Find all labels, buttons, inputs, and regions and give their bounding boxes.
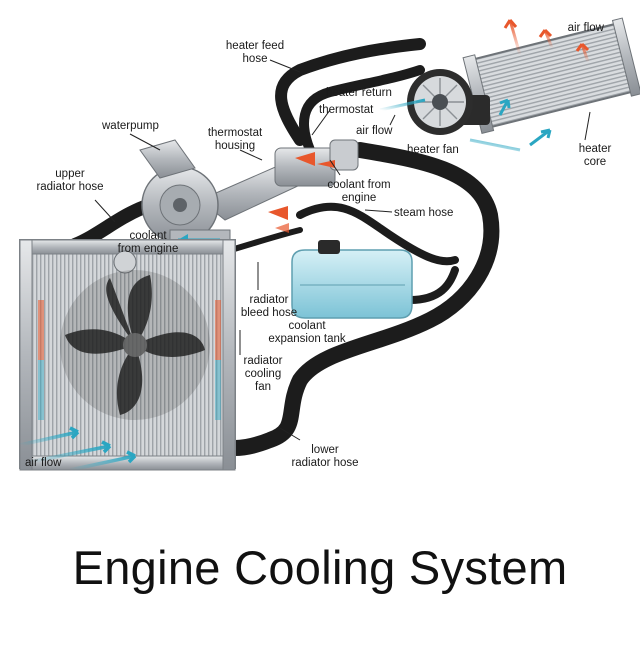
coolant-expansion-tank [291, 240, 413, 319]
label-steam-hose: steam hose [394, 207, 454, 219]
label-heater-fan: heater fan [407, 144, 459, 156]
heater-return-hose [299, 65, 425, 155]
label-lower-radiator-hose: lower radiator hose [291, 444, 359, 469]
page-title: Engine Cooling System [72, 541, 568, 594]
radiator-airflow-arrows [19, 426, 137, 472]
label-thermostat-housing: thermostat housing [207, 127, 263, 152]
label-heater-return: heater return [326, 87, 392, 99]
radiator-cooling-fan-illustration [60, 270, 210, 420]
steam-hose-path [296, 202, 459, 266]
heater-airflow-arrows [379, 98, 552, 152]
label-air-flow-top: air flow [567, 22, 604, 34]
label-coolant-from-engine-pump: coolant from engine [117, 230, 179, 255]
label-radiator-cooling-fan: radiator cooling fan [243, 355, 283, 393]
heater-core-airflow-arrows [503, 19, 590, 63]
thermostat-housing [199, 139, 359, 221]
label-thermostat: thermostat [319, 104, 374, 116]
label-radiator-bleed-hose: radiator bleed hose [240, 294, 298, 319]
label-waterpump: waterpump [102, 120, 159, 132]
label-upper-radiator-hose: upper radiator hose [36, 168, 104, 193]
tank-outlet-hose [406, 266, 459, 304]
leader-lines [94, 59, 591, 441]
heater-feed-hose [275, 38, 426, 146]
label-air-flow-bottom: air flow [25, 457, 62, 469]
main-loop-hose [227, 142, 500, 456]
label-heater-core: heater core [578, 143, 612, 168]
radiator [19, 239, 236, 471]
label-coolant-expansion-tank: coolant expansion tank [268, 320, 346, 345]
heater-fan [407, 69, 490, 135]
label-coolant-from-engine-top: coolant from engine [327, 179, 391, 204]
coolant-from-engine-arrows [268, 152, 315, 233]
label-heater-feed-hose: heater feed hose [225, 40, 285, 65]
label-air-flow-heater: air flow [356, 125, 393, 137]
